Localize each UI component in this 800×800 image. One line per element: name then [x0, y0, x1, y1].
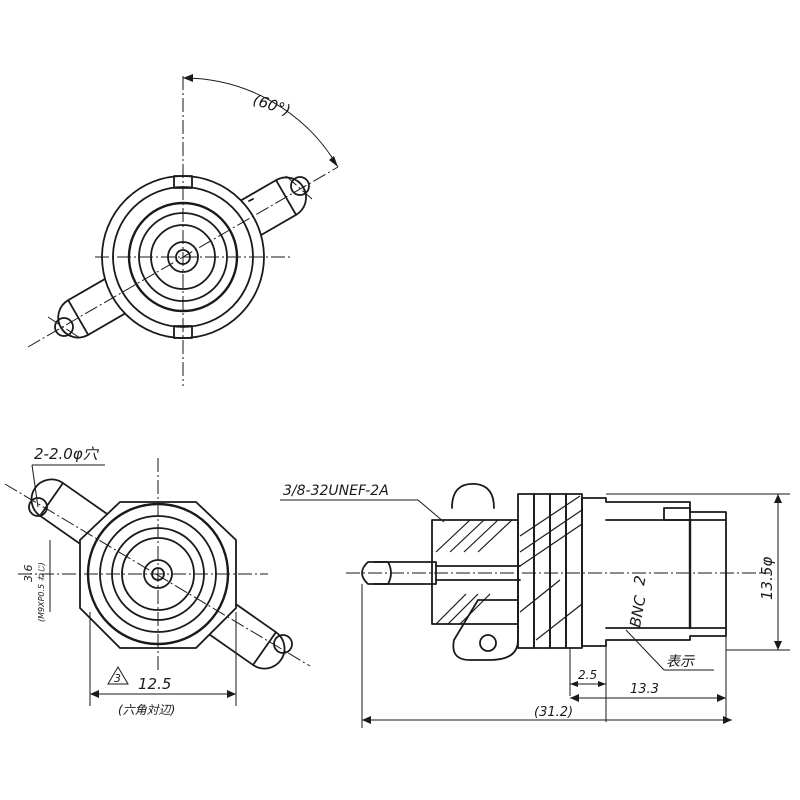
- front-view-thread-note-value: 3.6: [22, 565, 35, 583]
- top-view-centerline-diagonal: [27, 166, 339, 348]
- top-view: (60°): [27, 74, 339, 386]
- front-view-thread-note-spec: (M9XP0.5 ねじ): [37, 562, 46, 622]
- top-view-angle-arc: [182, 77, 339, 168]
- side-view-dim-overall: (31.2): [534, 705, 573, 720]
- front-view-hole-callout: 2-2.0φ穴: [34, 445, 100, 463]
- top-view-angle-label: (60°): [251, 91, 293, 120]
- front-view-triangle-number: 3: [114, 672, 121, 685]
- side-view-dim-body: 13.3: [630, 682, 659, 697]
- side-view-thread-callout: 3/8-32UNEF-2A: [283, 483, 389, 499]
- front-view-mount-hole-left: [28, 497, 48, 517]
- top-view-mount-hole-left: [54, 317, 74, 337]
- side-view-bayonet-stud: [663, 507, 691, 521]
- side-view-thread-hatch: [435, 519, 513, 625]
- front-view: 2-2.0φ穴 3.6 (M9XP0.5 ねじ) 3 12.5 (六角対辺): [4, 445, 311, 717]
- top-view-mount-hole-right: [290, 176, 310, 196]
- side-view-marking-label: 表示: [666, 654, 696, 670]
- side-view-center-pin: [361, 561, 437, 585]
- side-view-marking: BNC: [626, 594, 649, 629]
- side-view-marking-suffix: 2: [630, 574, 649, 587]
- front-view-triangle-mark: [107, 666, 129, 685]
- side-view: BNC 2 表示 3/8-32UNEF-2A 13.5φ 2.5 13.3: [280, 483, 790, 728]
- side-view-diameter: 13.5φ: [758, 557, 776, 600]
- side-view-nut-hatch: [519, 495, 583, 641]
- front-view-mount-hole-right: [273, 634, 293, 654]
- side-view-dim-small: 2.5: [578, 668, 597, 682]
- front-view-hex-width: 12.5: [138, 675, 171, 693]
- front-view-hex-callout: (六角対辺): [118, 703, 175, 717]
